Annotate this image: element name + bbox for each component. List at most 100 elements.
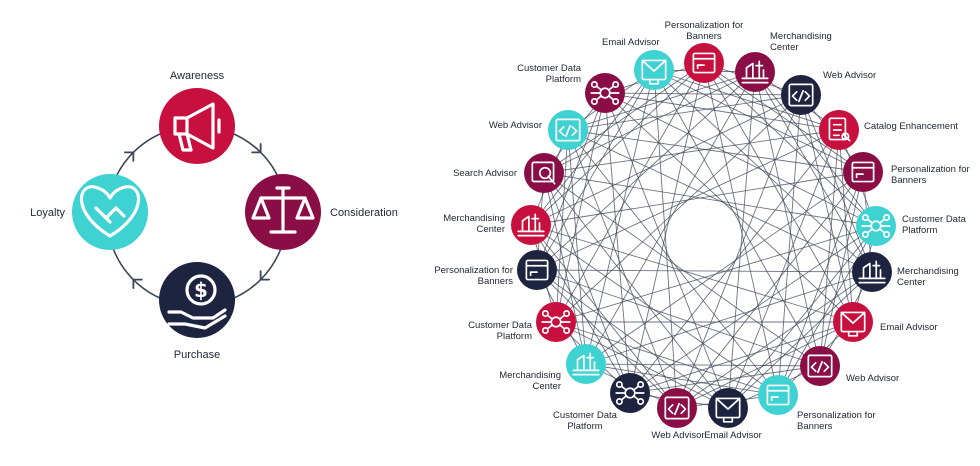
network-edge xyxy=(604,92,854,323)
network-label-14: Customer Data Platform xyxy=(468,320,532,342)
network-edge xyxy=(653,69,821,367)
search-icon xyxy=(531,161,556,185)
network-label-15: Personalization for Banners xyxy=(434,265,513,287)
network-edge xyxy=(555,321,729,409)
network-edge xyxy=(555,92,606,323)
network-edge xyxy=(543,172,587,365)
network-node-1 xyxy=(735,52,775,92)
journey-stage-loyalty xyxy=(72,174,148,250)
network-edge xyxy=(530,171,864,226)
banner-icon xyxy=(692,52,716,74)
network-edge xyxy=(754,71,873,273)
network-edge xyxy=(727,271,873,409)
network-node-11 xyxy=(657,388,697,428)
cycle-arrow-icon xyxy=(259,270,271,281)
cycle-arrow-icon xyxy=(132,278,143,290)
network-edge xyxy=(777,171,864,396)
journey-label-purchase: Purchase xyxy=(173,349,221,361)
network-edge xyxy=(585,171,864,365)
network-edge xyxy=(543,129,840,174)
network-edge xyxy=(567,71,756,131)
network-node-0 xyxy=(684,43,724,83)
network-node-18 xyxy=(548,110,588,150)
network-node-12 xyxy=(610,373,650,413)
network-edge xyxy=(585,363,779,396)
network-label-5: Customer Data Platform xyxy=(902,214,966,236)
banner-icon xyxy=(525,259,549,281)
network-node-14 xyxy=(536,302,576,342)
network-edge xyxy=(555,94,802,323)
network-node-17 xyxy=(524,153,564,193)
network-label-12: Customer Data Platform xyxy=(553,410,617,432)
data-icon xyxy=(590,80,620,106)
network-edge xyxy=(555,62,705,323)
code-icon xyxy=(788,83,814,107)
network-edge xyxy=(754,71,821,367)
dollar-hand-icon: $ xyxy=(167,274,227,330)
network-edge xyxy=(536,269,729,409)
network-edge xyxy=(653,69,864,173)
network-label-9: Personalization for Banners xyxy=(797,410,876,432)
network-edge xyxy=(543,71,756,174)
network-node-5 xyxy=(856,206,896,246)
merch-icon xyxy=(517,213,545,237)
network-edge xyxy=(727,129,840,409)
network-node-3 xyxy=(819,110,859,150)
network-label-20: Email Advisor xyxy=(602,37,660,48)
network-edge xyxy=(585,71,756,365)
journey-label-consideration: Consideration xyxy=(330,207,398,219)
network-edge xyxy=(777,225,877,396)
network-label-0: Personalization for Banners xyxy=(664,20,744,42)
network-node-10 xyxy=(708,388,748,428)
network-label-8: Web Advisor xyxy=(846,373,900,384)
network-label-19: Customer Data Platform xyxy=(517,63,581,85)
network-label-2: Web Advisor xyxy=(823,70,877,81)
network-edge xyxy=(703,62,877,227)
journey-stage-awareness xyxy=(159,88,235,164)
network-edge xyxy=(653,69,873,273)
network-edge xyxy=(604,92,840,131)
network-node-9 xyxy=(758,375,798,415)
network-edge xyxy=(536,71,756,271)
network-edge xyxy=(604,92,631,394)
network-edge xyxy=(819,129,840,367)
network-edge xyxy=(530,224,854,323)
network-edge xyxy=(653,69,678,409)
network-edge xyxy=(536,269,873,273)
journey-stage-consideration xyxy=(245,174,321,250)
merch-icon xyxy=(741,60,769,84)
network-node-2 xyxy=(781,75,821,115)
network-edge xyxy=(567,129,779,396)
heart-handshake-icon xyxy=(79,185,141,238)
network-label-1: Merchandising Center xyxy=(770,31,832,53)
network-edge xyxy=(838,129,854,323)
merch-icon xyxy=(572,352,600,376)
journey-stage-purchase: $ xyxy=(159,262,235,338)
email-icon xyxy=(641,59,667,85)
network-edge xyxy=(703,62,864,173)
network-label-11: Web Advisor xyxy=(651,430,705,441)
network-edge xyxy=(567,129,864,173)
network-edge xyxy=(530,69,655,226)
network-edge xyxy=(800,94,854,323)
network-edge xyxy=(543,172,877,227)
network-edge xyxy=(543,172,821,367)
email-icon xyxy=(840,311,866,337)
network-label-10: Email Advisor xyxy=(704,430,762,441)
code-icon xyxy=(555,118,581,142)
network-edge xyxy=(676,271,873,409)
svg-text:$: $ xyxy=(194,278,208,302)
catalog-icon xyxy=(828,117,851,142)
network-node-6 xyxy=(852,252,892,292)
network-edge xyxy=(530,224,678,409)
banner-icon xyxy=(851,161,875,183)
network-node-19 xyxy=(585,73,625,113)
journey-label-loyalty: Loyalty xyxy=(30,207,65,219)
network-edge xyxy=(604,92,877,227)
megaphone-icon xyxy=(173,102,221,152)
network-node-16 xyxy=(511,205,551,245)
network-label-13: Merchandising Center xyxy=(499,370,561,392)
data-icon xyxy=(615,380,645,406)
network-edge xyxy=(536,269,678,409)
